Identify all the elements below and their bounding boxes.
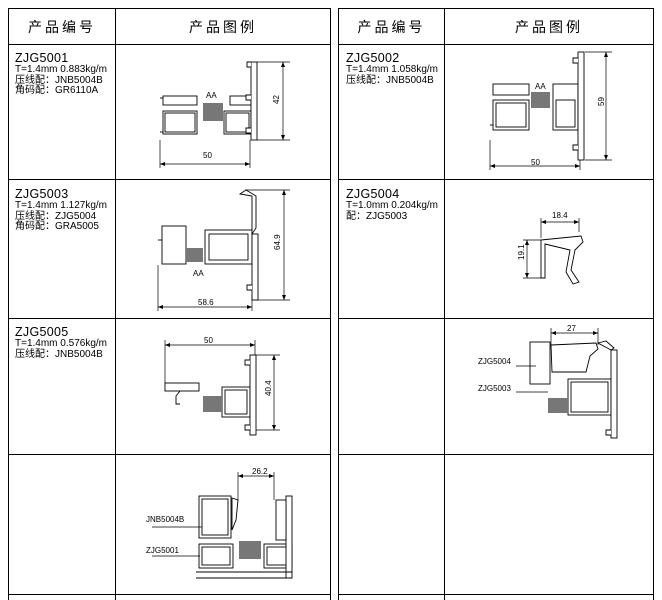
assembly-part-label: ZJG5003 — [478, 384, 511, 393]
product-line: 压线配：JNB5004B — [15, 74, 103, 86]
product-line: 角码配：GR6110A — [15, 85, 99, 96]
product-code: ZJG5001 — [15, 51, 69, 65]
header-product-image-right: 产品图例 — [515, 20, 583, 36]
width-label: 58.6 — [198, 298, 214, 307]
product-info-zjg5005: ZJG5005 T=1.4mm 0.576kg/m 压线配：JNB5004B — [15, 326, 107, 360]
product-line: 压线配：JNB5004B — [346, 74, 434, 86]
height-label: 42 — [272, 95, 281, 104]
height-label: 40.4 — [264, 380, 273, 396]
width-label: 50 — [204, 336, 213, 345]
product-code: ZJG5005 — [15, 325, 69, 339]
aa-label: AA — [193, 269, 204, 278]
width-label: 50 — [531, 158, 540, 167]
product-info-zjg5003: ZJG5003 T=1.4mm 1.127kg/m 压线配：ZJG5004 角码… — [15, 188, 107, 233]
height-label: 64.9 — [273, 234, 282, 250]
product-info-zjg5004: ZJG5004 T=1.0mm 0.204kg/m 配：ZJG5003 — [346, 188, 438, 222]
product-code: ZJG5003 — [15, 187, 69, 201]
product-line: 压线配：ZJG5004 — [15, 210, 97, 222]
product-info-zjg5002: ZJG5002 T=1.4mm 1.058kg/m 压线配：JNB5004B — [346, 52, 438, 86]
assembly-dim-label: 26.2 — [252, 467, 268, 476]
height-label: 59 — [597, 97, 606, 106]
product-code: ZJG5004 — [346, 187, 400, 201]
assembly-dim-label: 27 — [567, 324, 576, 333]
product-spec: T=1.0mm 0.204kg/m — [346, 200, 438, 211]
product-spec: T=1.4mm 1.127kg/m — [15, 200, 107, 211]
header-product-code-right: 产品编号 — [357, 20, 426, 36]
product-spec: T=1.4mm 0.576kg/m — [15, 338, 107, 349]
aa-label: AA — [206, 91, 217, 100]
aa-label: AA — [535, 82, 546, 91]
assembly-part-label: JNB5004B — [146, 515, 184, 524]
assembly-part-label: ZJG5004 — [478, 357, 511, 366]
assembly-part-label: ZJG5001 — [146, 546, 179, 555]
width-label: 50 — [203, 151, 212, 160]
header-product-code-left: 产品编号 — [28, 20, 96, 36]
product-line: 配：ZJG5003 — [346, 210, 408, 222]
width-label: 18.4 — [552, 211, 568, 220]
height-label: 19.1 — [517, 244, 526, 260]
header-product-image-left: 产品图例 — [189, 20, 257, 36]
product-line: 压线配：JNB5004B — [15, 348, 103, 360]
product-spec: T=1.4mm 1.058kg/m — [346, 64, 438, 75]
product-code: ZJG5002 — [346, 51, 400, 65]
product-spec: T=1.4mm 0.883kg/m — [15, 64, 107, 75]
product-info-zjg5001: ZJG5001 T=1.4mm 0.883kg/m 压线配：JNB5004B 角… — [15, 52, 107, 97]
product-line: 角码配：GRA5005 — [15, 221, 99, 232]
